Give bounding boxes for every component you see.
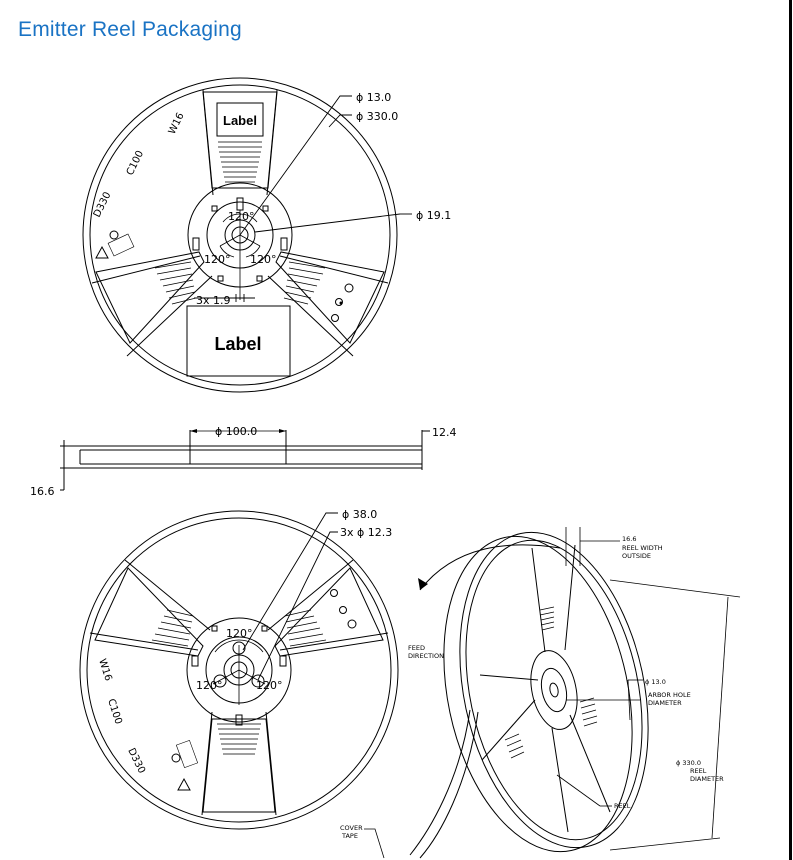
iso-spokes bbox=[480, 545, 610, 832]
front-hub-slots bbox=[193, 198, 287, 281]
recycle-symbol-icon bbox=[332, 284, 354, 322]
iso-leaders bbox=[364, 527, 740, 858]
back-reel-outer-rim bbox=[80, 511, 398, 829]
iso-width-value: 16.6 bbox=[622, 535, 636, 543]
front-dim-slots: 3x 1.9 bbox=[196, 294, 231, 307]
cover-tape-line bbox=[410, 710, 470, 855]
front-label-bottom-text: Label bbox=[214, 334, 261, 354]
front-ribbed-segments bbox=[155, 142, 325, 304]
feed-direction-arrow bbox=[420, 545, 560, 590]
front-label-box-top: Label bbox=[217, 103, 263, 136]
iso-reel-back-flange bbox=[417, 519, 660, 860]
iso-feed-line1: FEED bbox=[408, 644, 425, 652]
iso-cover-line1: COVER bbox=[340, 824, 363, 832]
front-view-reel: Label Label W16 C100 D330 bbox=[83, 78, 451, 392]
page-border-rule bbox=[789, 0, 792, 860]
warning-symbol-icon bbox=[96, 231, 134, 258]
front-dim-hole: ϕ 13.0 bbox=[356, 91, 391, 104]
back-center-lines bbox=[213, 640, 265, 705]
front-leaders bbox=[194, 96, 412, 302]
iso-cover-line2: TAPE bbox=[341, 832, 358, 840]
front-angle-left: 120° bbox=[204, 253, 231, 266]
iso-ribbed-segments bbox=[505, 607, 597, 758]
front-reel-codes: W16 C100 D330 bbox=[92, 111, 187, 219]
front-windows bbox=[96, 92, 384, 343]
back-angle-right: 120° bbox=[256, 679, 283, 692]
back-recycle-symbol-icon bbox=[331, 590, 357, 629]
iso-arbor-line2: DIAMETER bbox=[648, 699, 682, 707]
side-view-reel: ϕ 100.0 12.4 16.6 bbox=[30, 425, 457, 498]
front-angle-right: 120° bbox=[250, 253, 277, 266]
iso-feed-line2: DIRECTION bbox=[408, 652, 444, 660]
front-code-w16: W16 bbox=[167, 111, 187, 136]
back-dim-holes: 3x ϕ 12.3 bbox=[340, 526, 392, 539]
front-reel-outer-rim bbox=[83, 78, 397, 392]
back-dim-hub: ϕ 38.0 bbox=[342, 508, 377, 521]
back-code-w16: W16 bbox=[96, 658, 113, 683]
iso-reel-label: REEL bbox=[614, 802, 631, 810]
back-view-reel: W16 C100 D330 bbox=[80, 508, 398, 829]
front-dim-reel: ϕ 330.0 bbox=[356, 110, 398, 123]
iso-reel-hub bbox=[524, 646, 584, 733]
iso-arbor-hole bbox=[549, 682, 560, 697]
iso-diam-line1: REEL bbox=[690, 767, 707, 775]
front-label-top-text: Label bbox=[223, 113, 257, 128]
side-dim-hub: ϕ 100.0 bbox=[215, 425, 257, 438]
back-reel-codes: W16 C100 D330 bbox=[96, 658, 147, 776]
front-angle-top: 120° bbox=[228, 210, 255, 223]
page-title: Emitter Reel Packaging bbox=[18, 18, 242, 41]
iso-diam-value: ϕ 330.0 bbox=[676, 759, 701, 767]
front-dim-hub: ϕ 19.1 bbox=[416, 209, 451, 222]
back-ribbed-segments bbox=[152, 610, 326, 754]
front-label-box-bottom: Label bbox=[187, 306, 290, 376]
iso-diam-line2: DIAMETER bbox=[690, 775, 724, 783]
iso-arbor-value: ϕ 13.0 bbox=[645, 678, 666, 686]
iso-width-line2: OUTSIDE bbox=[622, 552, 651, 560]
back-code-c100: C100 bbox=[105, 698, 124, 726]
back-angle-left: 120° bbox=[196, 679, 223, 692]
back-hub-slots bbox=[192, 626, 286, 725]
back-reel-inner-rim bbox=[87, 518, 391, 822]
back-hub-outer bbox=[187, 618, 291, 722]
back-warning-symbol-icon bbox=[172, 740, 198, 790]
front-reel-inner-rim bbox=[90, 85, 390, 385]
back-leaders bbox=[243, 513, 338, 680]
back-spokes bbox=[90, 560, 388, 815]
front-center-lines bbox=[220, 210, 260, 300]
front-code-c100: C100 bbox=[125, 149, 146, 177]
side-dim-width-outer: 16.6 bbox=[30, 485, 55, 498]
iso-reel-front-flange bbox=[433, 515, 676, 860]
side-dim-width-inner: 12.4 bbox=[432, 426, 457, 439]
iso-view-reel: 16.6 REEL WIDTH OUTSIDE FEED DIRECTION ϕ… bbox=[340, 515, 740, 860]
back-code-d330: D330 bbox=[125, 746, 147, 775]
iso-arbor-line1: ARBOR HOLE bbox=[648, 691, 691, 699]
back-angle-top: 120° bbox=[226, 627, 253, 640]
iso-width-line1: REEL WIDTH bbox=[622, 544, 663, 552]
